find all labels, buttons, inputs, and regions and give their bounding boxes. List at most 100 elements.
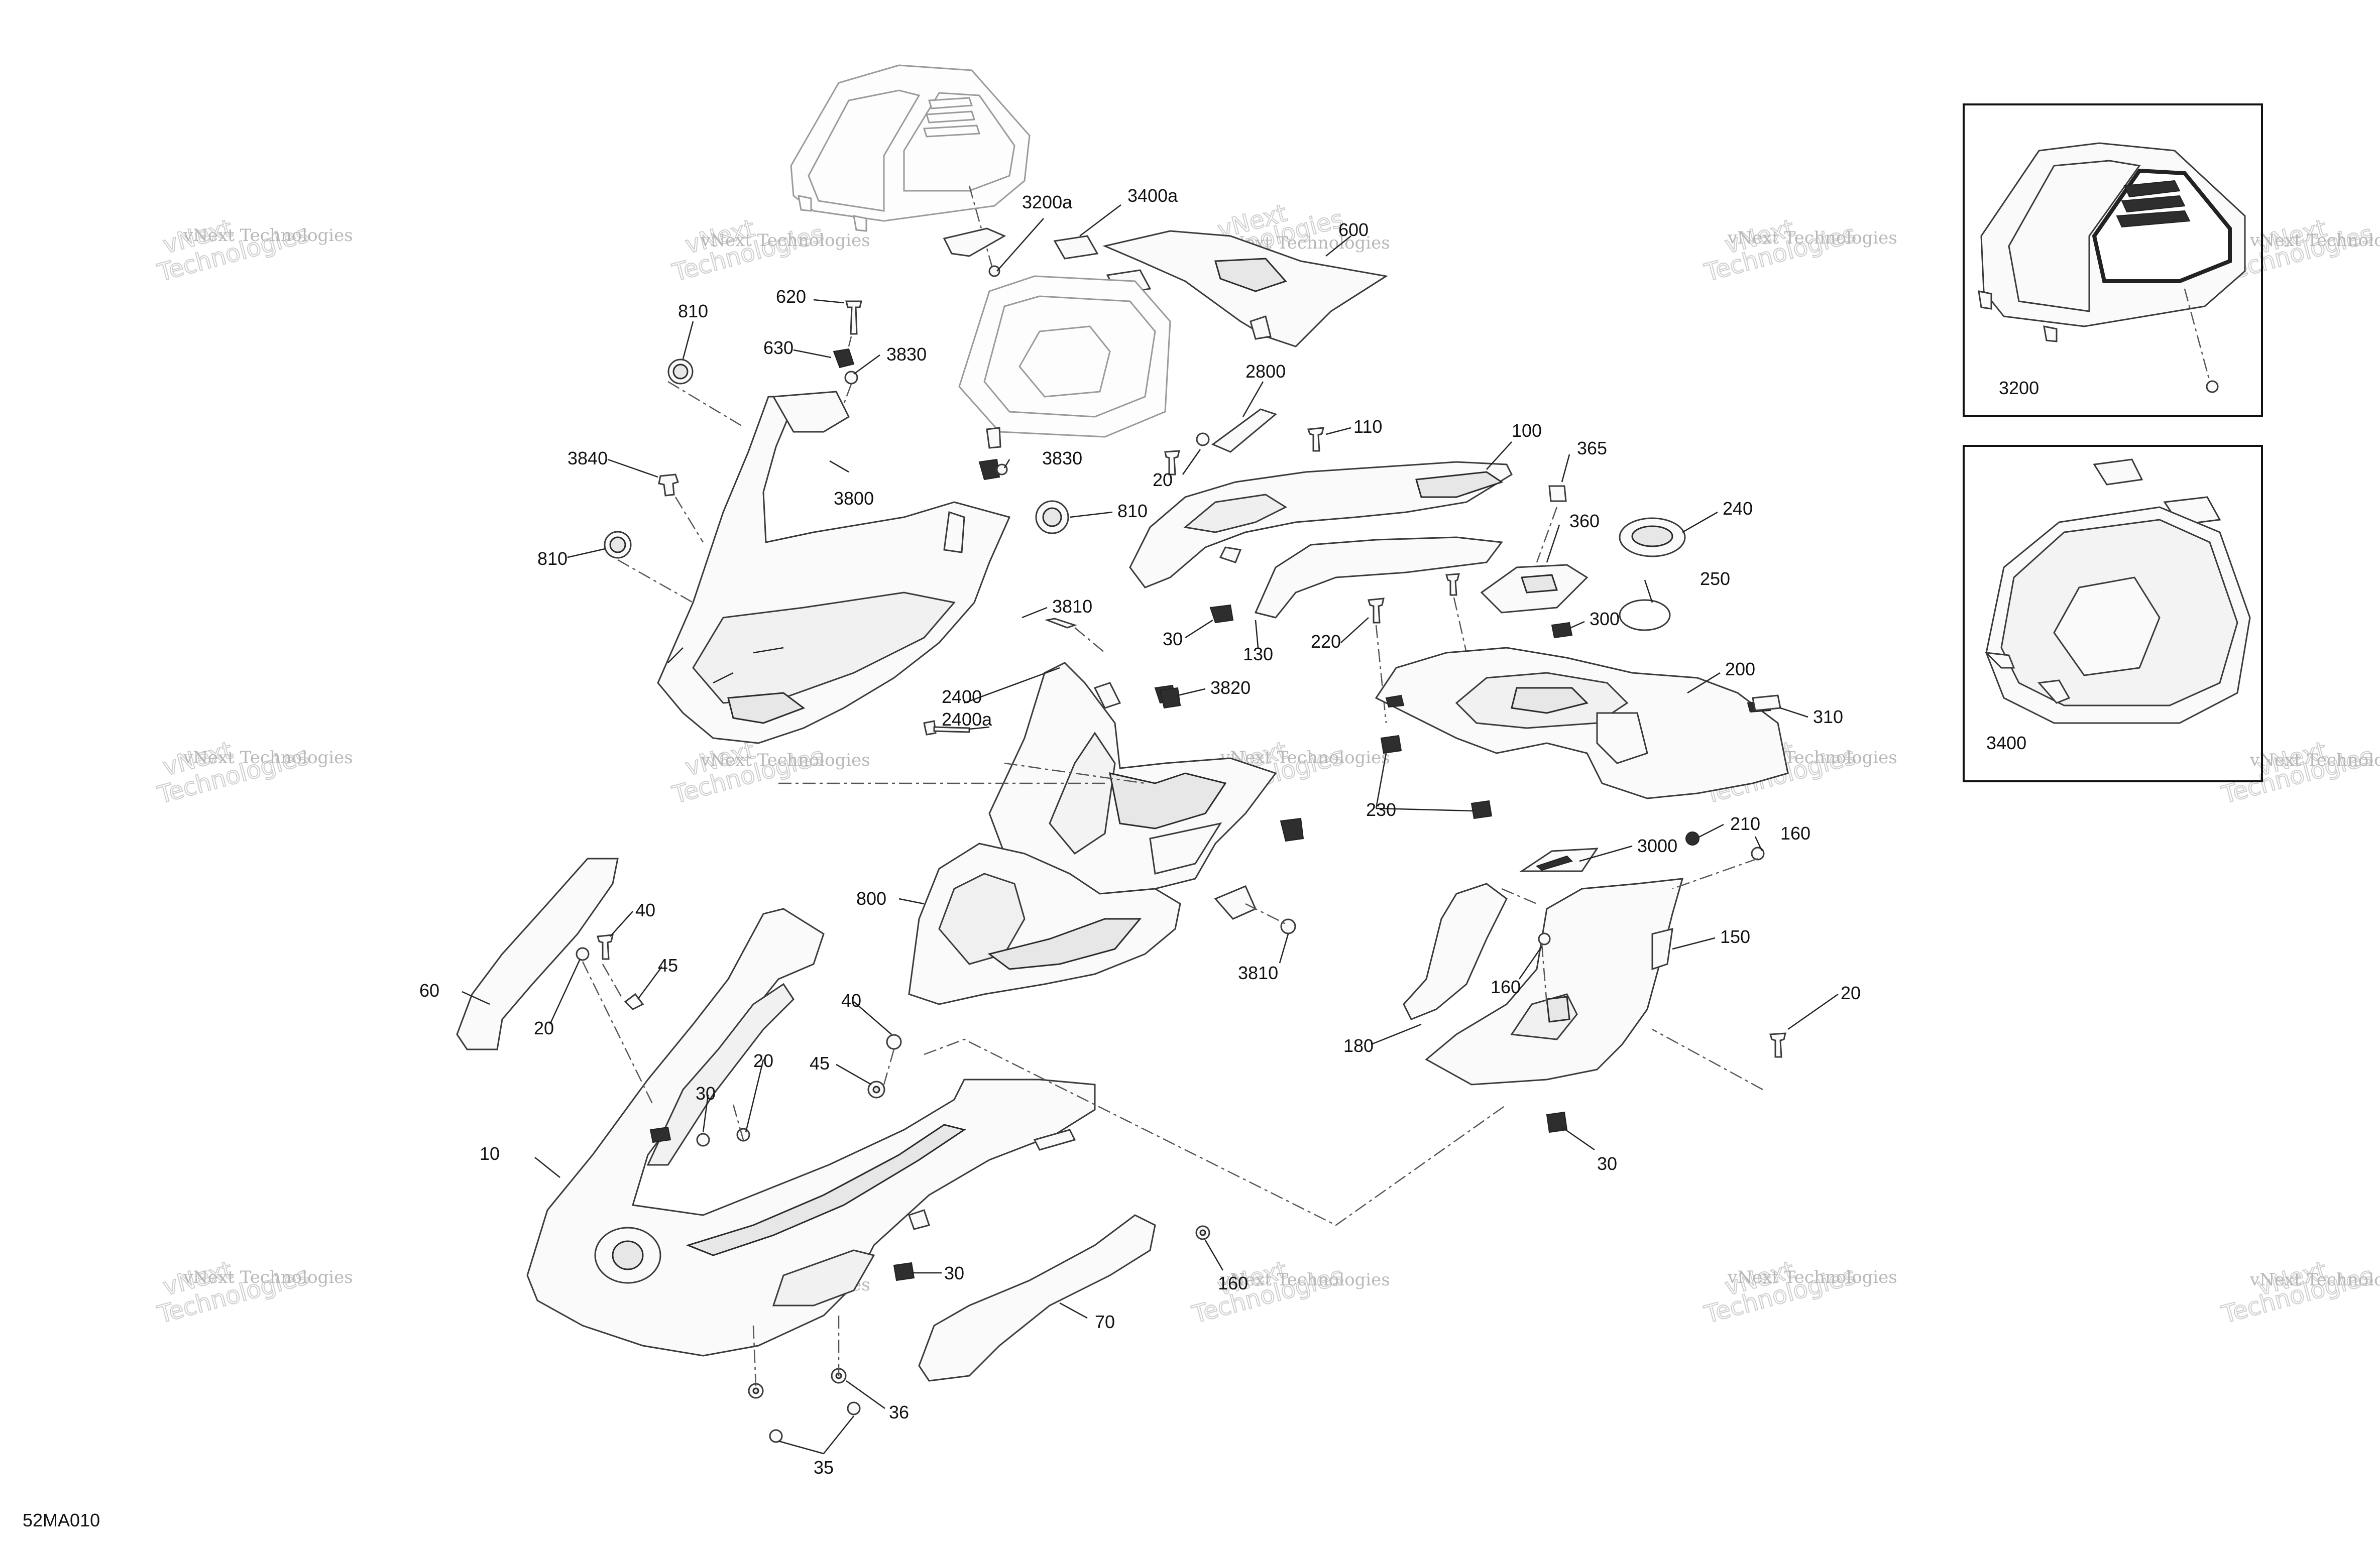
svg-text:vNext Technologies: vNext Technologies	[1727, 228, 1897, 248]
callout-10: 10	[480, 1143, 500, 1164]
callout-2400a: 2400a	[942, 709, 992, 730]
callout-300: 300	[1590, 609, 1620, 629]
callout-210: 210	[1730, 813, 1760, 834]
part-3200a-ghost-cover	[790, 64, 1031, 267]
part-3800	[617, 381, 1011, 744]
leader-lines	[462, 204, 1839, 1455]
callout-70: 70	[1095, 1312, 1115, 1332]
part-60	[456, 858, 619, 1050]
callout-30: 30	[1597, 1153, 1617, 1174]
part-160-washer-a	[1751, 847, 1765, 861]
part-230-clip-b	[1470, 800, 1493, 819]
callout-180: 180	[1343, 1035, 1374, 1056]
part-2400a-screw	[923, 720, 970, 736]
part-3000	[1519, 848, 1599, 872]
part-screw-near-360	[1445, 573, 1467, 653]
part-800	[908, 817, 1304, 1005]
fasteners-left	[576, 934, 644, 1010]
part-160-washer-c	[1195, 1225, 1210, 1240]
callout-810: 810	[1117, 501, 1148, 521]
callout-30: 30	[944, 1263, 964, 1283]
callout-3820: 3820	[1210, 677, 1251, 698]
part-810-grommet-c	[1035, 500, 1069, 534]
callout-40: 40	[841, 990, 861, 1011]
callout-20: 20	[1841, 983, 1861, 1003]
part-3810-screw-lower	[1245, 903, 1296, 934]
part-36	[748, 1368, 847, 1399]
callout-3830: 3830	[1042, 448, 1082, 468]
part-180	[1403, 883, 1508, 1020]
callout-3810: 3810	[1052, 596, 1092, 617]
part-30-clip-a	[1209, 604, 1234, 624]
diagram-code: 52MA010	[23, 1510, 100, 1530]
callout-3200a: 3200a	[1022, 192, 1073, 212]
inset-box-3200	[1963, 103, 2263, 417]
part-3820	[1159, 687, 1181, 709]
callout-30: 30	[696, 1083, 716, 1104]
fasteners-upper	[833, 300, 862, 425]
callout-200: 200	[1725, 659, 1755, 679]
callout-160: 160	[1218, 1273, 1248, 1293]
callout-3400: 3400	[1986, 733, 2026, 753]
part-810-grommet-b	[604, 531, 632, 559]
callout-20: 20	[534, 1018, 554, 1038]
callout-620: 620	[776, 286, 806, 307]
svg-text:vNext Technologies: vNext Technologies	[700, 230, 870, 251]
callout-2400: 2400	[942, 686, 982, 707]
svg-text:vNext Technologies: vNext Technologies	[183, 748, 353, 768]
part-3840	[658, 473, 679, 497]
callout-110: 110	[1353, 416, 1382, 437]
callout-365: 365	[1577, 438, 1607, 458]
part-600	[1102, 230, 1389, 347]
part-365	[1548, 485, 1567, 502]
callout-220: 220	[1311, 631, 1341, 652]
callout-160: 160	[1780, 823, 1810, 844]
callout-810: 810	[678, 301, 708, 321]
callout-labels: 3200a 3400a 600 620 810 630 3830 2800 11…	[419, 185, 2039, 1478]
callout-20: 20	[753, 1050, 773, 1071]
svg-text:vNext Technologies: vNext Technologies	[2249, 1270, 2380, 1290]
part-250	[1619, 599, 1671, 631]
part-20-screw-right	[1652, 1028, 1786, 1091]
callout-600: 600	[1338, 219, 1369, 240]
part-3830-right	[978, 427, 1008, 481]
callout-130: 130	[1243, 644, 1273, 664]
part-storage-bin	[958, 275, 1171, 438]
callout-150: 150	[1720, 926, 1750, 947]
inset-part-3200	[1978, 142, 2246, 393]
part-810-grommet-a	[667, 359, 694, 385]
callout-160: 160	[1491, 977, 1521, 997]
callout-60: 60	[419, 980, 439, 1001]
callout-3200: 3200	[1999, 378, 2039, 398]
callout-40: 40	[635, 900, 655, 920]
part-360	[1480, 507, 1589, 614]
callout-45: 45	[658, 955, 678, 976]
assembly-lines	[582, 762, 1758, 1386]
callout-100: 100	[1512, 420, 1542, 441]
callout-3400a: 3400a	[1127, 185, 1178, 206]
part-310	[1752, 694, 1808, 718]
fasteners-mid	[696, 1034, 902, 1147]
callout-35: 35	[814, 1457, 834, 1478]
callout-240: 240	[1723, 498, 1753, 519]
svg-text:vNext Technologies: vNext Technologies	[2249, 230, 2380, 251]
svg-text:vNext Technologies: vNext Technologies	[183, 225, 353, 246]
callout-3800: 3800	[834, 488, 874, 509]
inset-part-3400	[1984, 458, 2251, 724]
part-70	[918, 1214, 1156, 1382]
callout-360: 360	[1569, 511, 1600, 531]
part-150	[1425, 878, 1684, 1086]
callout-45: 45	[810, 1053, 830, 1074]
callout-3830: 3830	[886, 344, 927, 365]
callout-230: 230	[1366, 799, 1396, 820]
part-3200a	[943, 227, 1006, 277]
callout-30: 30	[1163, 629, 1183, 649]
